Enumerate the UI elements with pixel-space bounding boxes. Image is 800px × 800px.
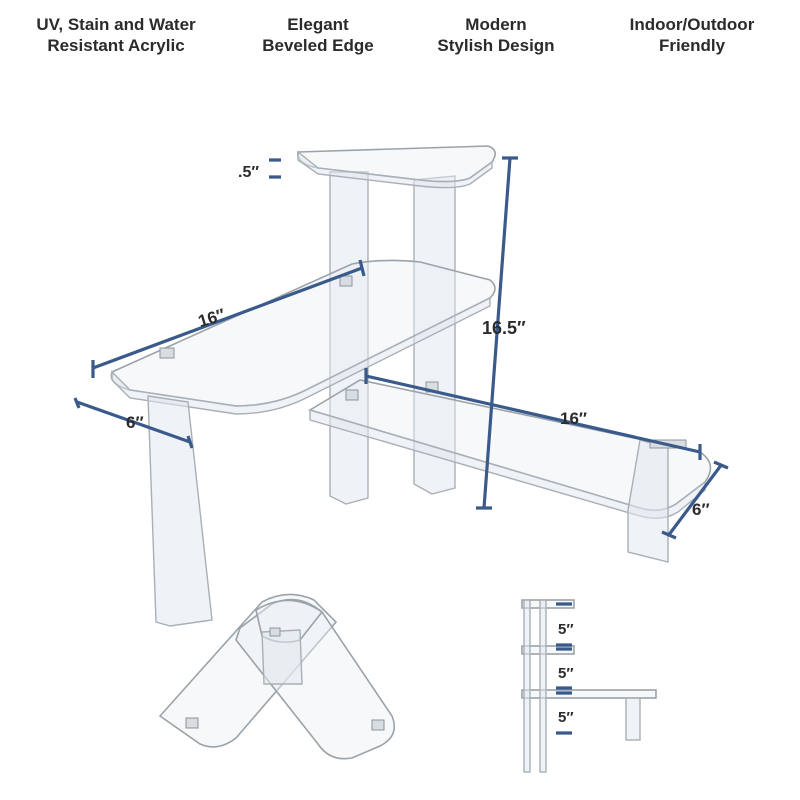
top-view-illustration bbox=[158, 593, 396, 760]
side-view-shelf bbox=[521, 599, 575, 609]
dimension-left-depth: 6″ bbox=[73, 397, 194, 449]
dimension-right-length: 16″ bbox=[364, 368, 702, 460]
shelf-leg bbox=[147, 395, 213, 627]
dimension-right-depth: 6″ bbox=[661, 460, 729, 540]
feature-line: Beveled Edge bbox=[262, 36, 374, 55]
shelf-clip bbox=[345, 389, 359, 401]
feature-line: Elegant bbox=[287, 15, 349, 34]
feature-modern-design: Modern Stylish Design bbox=[396, 14, 596, 56]
top-shelf-edge bbox=[297, 150, 493, 189]
shelf-clip bbox=[371, 719, 385, 731]
side-view-shelf bbox=[521, 689, 657, 699]
spacing-label-1: 5″ bbox=[558, 621, 574, 638]
left-depth-label: 6″ bbox=[126, 413, 144, 432]
feature-uv-resistant: UV, Stain and Water Resistant Acrylic bbox=[16, 14, 216, 56]
side-view-illustration: 5″ 5″ 5″ bbox=[521, 599, 657, 773]
side-view-leg bbox=[625, 697, 641, 741]
shelf-clip bbox=[269, 627, 281, 637]
feature-line: UV, Stain and Water bbox=[36, 15, 196, 34]
side-view-post bbox=[539, 599, 547, 773]
shelf-leg bbox=[413, 175, 456, 495]
shelf-clip bbox=[185, 717, 199, 729]
thickness-label: .5″ bbox=[238, 164, 259, 181]
right-length-label: 16″ bbox=[560, 409, 587, 428]
feature-beveled-edge: Elegant Beveled Edge bbox=[218, 14, 418, 56]
feature-line: Stylish Design bbox=[437, 36, 555, 55]
right-depth-label: 6″ bbox=[692, 500, 710, 519]
shelf-clip bbox=[339, 275, 353, 287]
top-view-leg bbox=[261, 629, 303, 685]
shelf-clip bbox=[159, 347, 175, 359]
feature-indoor-outdoor: Indoor/Outdoor Friendly bbox=[592, 14, 792, 56]
feature-line: Resistant Acrylic bbox=[47, 36, 185, 55]
spacing-label-2: 5″ bbox=[558, 665, 574, 682]
main-shelf-illustration bbox=[110, 145, 712, 627]
top-shelf bbox=[297, 145, 496, 183]
feature-line: Modern bbox=[465, 15, 527, 34]
feature-line: Friendly bbox=[658, 36, 726, 55]
side-view-shelf bbox=[521, 645, 575, 655]
height-label: 16.5″ bbox=[482, 318, 526, 338]
dimension-thickness: .5″ bbox=[238, 158, 281, 181]
side-view-post bbox=[523, 599, 531, 773]
left-shelf-edge bbox=[111, 296, 491, 415]
dimension-height: 16.5″ bbox=[476, 156, 526, 510]
feature-line: Indoor/Outdoor bbox=[629, 15, 755, 34]
spacing-label-3: 5″ bbox=[558, 709, 574, 726]
